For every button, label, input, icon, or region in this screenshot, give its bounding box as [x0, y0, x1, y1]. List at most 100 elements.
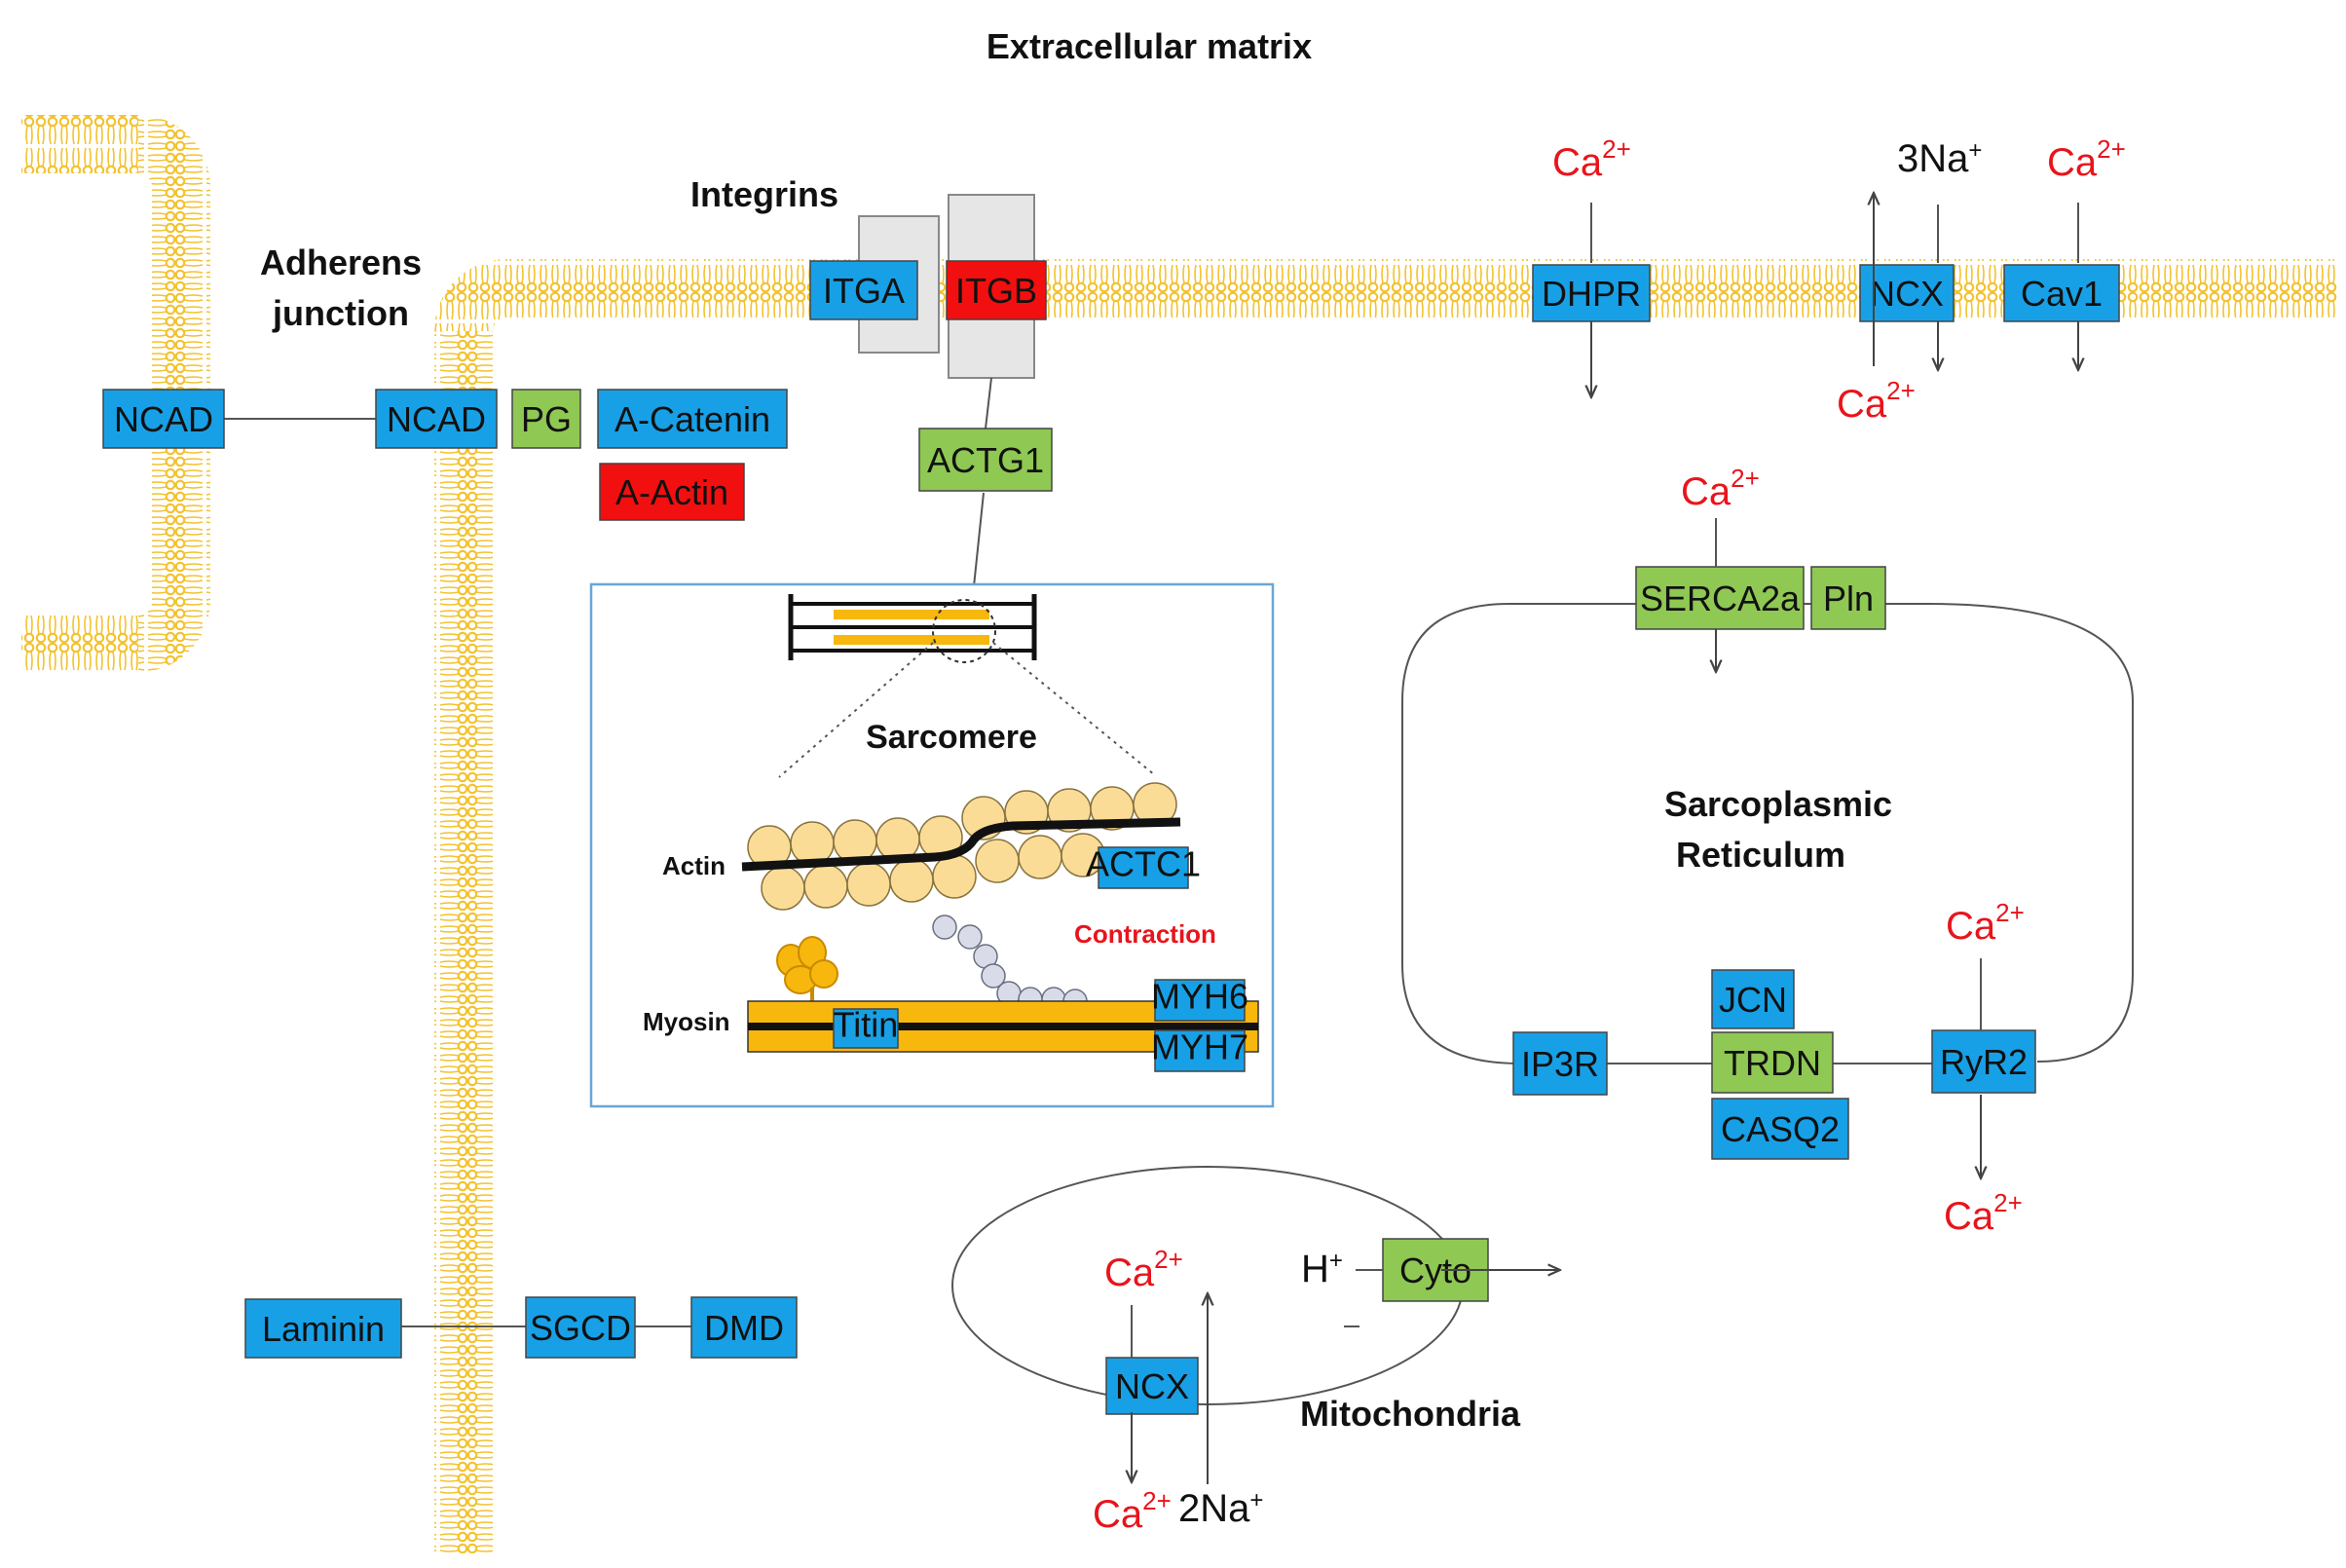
- itga-box-label: ITGA: [823, 271, 905, 311]
- myh7-box: MYH7: [1151, 1027, 1248, 1072]
- ncx-mito-box-label: NCX: [1115, 1366, 1189, 1406]
- actin-bead: [846, 862, 891, 907]
- trdn-box: TRDN: [1711, 1031, 1834, 1094]
- itgb-box-label: ITGB: [955, 271, 1037, 311]
- ca-ion-ncx-bottom: Ca2+: [1837, 376, 1916, 426]
- actin-filament: [747, 782, 1177, 911]
- myosin-head-icon: [776, 936, 838, 1001]
- a-catenin-box-label: A-Catenin: [614, 399, 770, 439]
- cav1-box-label: Cav1: [2021, 274, 2103, 314]
- pln-box: Pln: [1810, 566, 1886, 630]
- serca2a-box-bg: [1635, 566, 1805, 630]
- actin-bead: [932, 854, 977, 899]
- ryr2-box-bg: [1931, 1029, 2036, 1094]
- mini-sarcomere: [778, 594, 1156, 778]
- ncad-right-box: NCAD: [375, 389, 498, 449]
- actc1-box: ACTC1: [1086, 844, 1201, 889]
- ncx-top-box-bg: [1859, 264, 1955, 322]
- serca2a-box: SERCA2a: [1635, 566, 1805, 630]
- casq2-box-label: CASQ2: [1721, 1109, 1840, 1149]
- dmd-box: DMD: [690, 1296, 798, 1359]
- ryr2-box: RyR2: [1931, 1029, 2036, 1094]
- myosin-neck-bead: [932, 915, 957, 940]
- pg-box-label: PG: [521, 399, 572, 439]
- ion-arrows: [1132, 193, 2078, 1484]
- connector-lines: [224, 377, 1932, 1327]
- laminin-box-label: Laminin: [262, 1309, 385, 1349]
- pg-box: PG: [511, 389, 581, 449]
- ca-ion-mito-top: Ca2+: [1104, 1245, 1183, 1294]
- laminin-box: Laminin: [244, 1298, 402, 1359]
- adherens-label-1: Adherens: [260, 243, 422, 282]
- itga-box: ITGA: [809, 260, 918, 320]
- actc1-box-bg: [1098, 846, 1189, 889]
- ion-labels: Ca2+ 3Na+ Ca2+ Ca2+ Ca2+ Ca2+ Ca2+ Ca2+ …: [1093, 134, 2126, 1536]
- myosin-label: Myosin: [643, 1007, 730, 1036]
- myh6-box-bg: [1154, 979, 1246, 1022]
- trdn-box-label: TRDN: [1724, 1043, 1821, 1083]
- dhpr-box-label: DHPR: [1542, 274, 1641, 314]
- sr-label-1: Sarcoplasmic: [1664, 784, 1892, 824]
- jcn-box: JCN: [1711, 969, 1795, 1029]
- titin-box-bg: [833, 1008, 899, 1049]
- itga-box-bg: [809, 260, 918, 320]
- ca-ion-ryr2-bottom: Ca2+: [1944, 1188, 2023, 1238]
- actin-label: Actin: [662, 851, 726, 880]
- na-ion-ncx: 3Na+: [1897, 137, 1982, 180]
- myh6-box: MYH6: [1151, 977, 1248, 1022]
- dhpr-box-bg: [1532, 264, 1651, 322]
- ncx-mito-box: NCX: [1105, 1357, 1199, 1415]
- na-ion-mito-bottom: 2Na+: [1178, 1487, 1263, 1530]
- sgcd-box-label: SGCD: [530, 1308, 631, 1348]
- ip3r-box: IP3R: [1512, 1031, 1608, 1096]
- ncad-left-box: NCAD: [102, 389, 225, 449]
- sgcd-box-bg: [525, 1296, 636, 1359]
- actg1-box: ACTG1: [918, 428, 1053, 492]
- dhpr-box: DHPR: [1532, 264, 1651, 322]
- trdn-box-bg: [1711, 1031, 1834, 1094]
- cav1-box-bg: [2003, 264, 2120, 322]
- a-actin-box-bg: [599, 463, 745, 521]
- ca-ion-ryr2-top: Ca2+: [1946, 898, 2025, 948]
- sgcd-box: SGCD: [525, 1296, 636, 1359]
- ncad-left-box-bg: [102, 389, 225, 449]
- ip3r-box-label: IP3R: [1521, 1044, 1599, 1084]
- pln-box-label: Pln: [1823, 579, 1874, 618]
- a-catenin-box-bg: [597, 389, 788, 449]
- ca-ion-mito-bottom: Ca2+: [1093, 1486, 1172, 1536]
- serca2a-box-label: SERCA2a: [1640, 579, 1801, 618]
- actg1-box-bg: [918, 428, 1053, 492]
- actc1-box-label: ACTC1: [1086, 844, 1201, 884]
- myh7-box-bg: [1154, 1029, 1246, 1072]
- casq2-box: CASQ2: [1711, 1098, 1849, 1160]
- actin-bead: [1018, 835, 1062, 879]
- pg-box-bg: [511, 389, 581, 449]
- integrins-label: Integrins: [690, 174, 838, 214]
- actin-strand: [741, 817, 1181, 872]
- sarcomere-label: Sarcomere: [866, 719, 1037, 756]
- actg1-box-label: ACTG1: [927, 440, 1044, 480]
- ncx-top-box: NCX: [1859, 264, 1955, 322]
- ncad-left-box-label: NCAD: [114, 399, 213, 439]
- ryr2-box-label: RyR2: [1940, 1042, 2028, 1082]
- a-actin-box: A-Actin: [599, 463, 745, 521]
- actin-bead: [975, 839, 1020, 883]
- dmd-box-label: DMD: [704, 1308, 784, 1348]
- itgb-box-bg: [946, 260, 1047, 320]
- sr-outline: [1401, 603, 2134, 1064]
- ip3r-box-bg: [1512, 1031, 1608, 1096]
- dmd-box-bg: [690, 1296, 798, 1359]
- cav1-box: Cav1: [2003, 264, 2120, 322]
- ca-ion-cav1: Ca2+: [2047, 134, 2126, 184]
- myosin-neck-bead: [957, 924, 983, 950]
- ncx-mito-box-bg: [1105, 1357, 1199, 1415]
- sarcomere-inset: Sarcomere Actin Contraction Myosin: [589, 582, 1275, 1108]
- itgb-box: ITGB: [946, 260, 1047, 320]
- titin-box-label: Titin: [834, 1005, 899, 1045]
- adherens-label-2: junction: [272, 293, 409, 333]
- pln-box-bg: [1810, 566, 1886, 630]
- titin-box: Titin: [833, 1005, 899, 1049]
- jcn-box-bg: [1711, 969, 1795, 1029]
- h-ion: H+: [1301, 1248, 1343, 1290]
